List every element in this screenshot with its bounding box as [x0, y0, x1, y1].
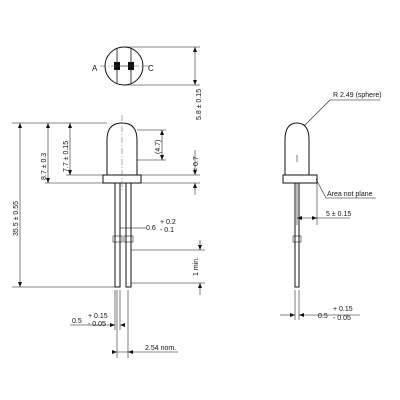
arrow-pitch-a	[112, 350, 117, 354]
arrow-thick-b	[120, 323, 125, 327]
side-lens	[284, 122, 310, 176]
dome-height-label: 7.7 ± 0.15	[63, 141, 70, 172]
arrow-down	[193, 80, 197, 85]
lead-thick-plus: + 0.15	[88, 313, 108, 320]
lead-thick-base: 0.5	[72, 318, 82, 325]
side-flange	[282, 174, 318, 184]
side-kink	[292, 235, 302, 243]
side-view: R 2.49 (sphere) Area not plane 5 ± 0.15 …	[280, 92, 382, 322]
arrow-flange-b	[193, 183, 197, 188]
arrow-dome-up	[68, 123, 72, 128]
body-height-label: 8.7 ± 0.3	[41, 153, 48, 180]
arrow-total-up	[18, 123, 22, 128]
cathode-label: C	[148, 64, 154, 73]
arrow-min-b	[198, 283, 202, 288]
top-view: A C 5.8 ± 0.15	[92, 46, 203, 120]
anode-kink	[112, 235, 123, 243]
front-view: 35.5 ± 0.55 8.7 ± 0.3 7.7 ± 0.15 (4.7) <…	[12, 115, 205, 358]
lead-width-plus: + 0.2	[160, 219, 176, 226]
min-length-label: 1 min.	[193, 257, 200, 276]
lens-dim-label: (4.7)	[155, 140, 162, 154]
flange-height-label: 5.8 ± 0.15	[196, 89, 203, 120]
lead-width-minus: - 0.1	[160, 227, 174, 234]
arrow-min-a	[198, 245, 202, 250]
side-lead-plus: + 0.15	[333, 306, 353, 313]
total-length-label: 35.5 ± 0.55	[13, 201, 20, 236]
anode-label: A	[92, 64, 98, 73]
lead-thick-minus: - 0.05	[88, 321, 106, 328]
side-lead-base: 0.5	[318, 313, 328, 320]
area-leader	[315, 178, 327, 199]
anode-lead	[114, 182, 121, 288]
arrow-thick-a	[110, 323, 115, 327]
lead-width-base: 0.6	[146, 225, 156, 232]
arrow-up	[193, 47, 197, 52]
cathode-kink	[123, 235, 134, 243]
cathode-lead	[125, 182, 132, 288]
flange-max-label: < 0.7	[193, 156, 200, 172]
arrow-body-up	[46, 123, 50, 128]
arrow-side-a	[297, 216, 302, 220]
pitch-label: 2.54 nom.	[145, 345, 176, 352]
arrow-total-down	[18, 282, 22, 287]
area-not-plane-label: Area not plane	[327, 191, 373, 198]
arrow-side-lead-a	[290, 313, 295, 317]
arrow-lens-up	[160, 130, 164, 135]
arrow-flange-a	[193, 170, 197, 175]
arrow-body-down	[46, 178, 50, 183]
arrow-side-lead-b	[299, 313, 304, 317]
arrow-pitch-b	[128, 350, 133, 354]
radius-leader	[303, 99, 331, 127]
sphere-radius-label: R 2.49 (sphere)	[333, 92, 382, 99]
arrow-lens-down	[160, 155, 164, 160]
side-lead-minus: - 0.05	[333, 315, 351, 322]
side-dim-label: 5 ± 0.15	[326, 211, 351, 218]
arrow-side-b	[312, 216, 317, 220]
arrow-dome-down	[68, 170, 72, 175]
